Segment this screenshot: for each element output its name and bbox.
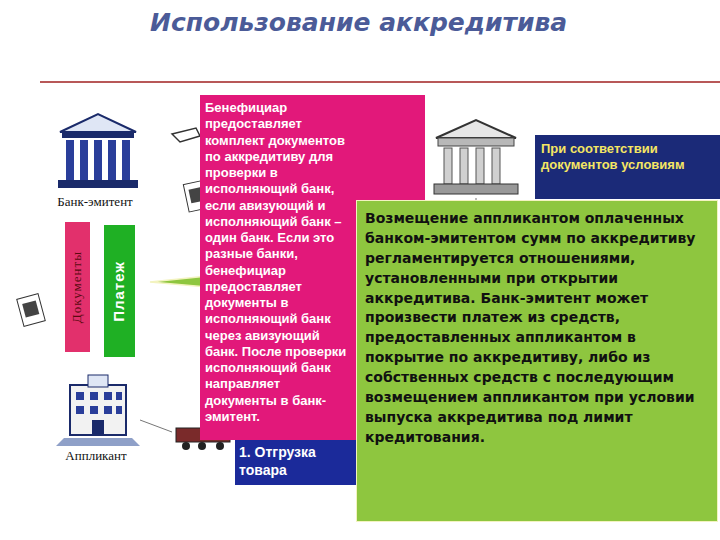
box-text: Бенефициар предоставляет комплект докуме… xyxy=(205,100,353,425)
box-text: Банк-эмитент xyxy=(38,194,152,210)
bank-icon xyxy=(58,114,138,188)
building-icon xyxy=(56,375,140,446)
flow-band: Платеж xyxy=(104,225,135,357)
band-label: Документы xyxy=(69,251,85,323)
box-text: При соответствии документов условиям xyxy=(541,141,714,174)
box-text: 1. Отгрузка товара xyxy=(239,444,353,479)
hand-icon xyxy=(172,128,200,142)
step-box: 1. Отгрузка товара xyxy=(235,440,357,485)
box-text: Аппликант xyxy=(42,448,150,464)
band-label: Платеж xyxy=(110,261,129,322)
callout-box: Возмещение аппликантом оплаченных банком… xyxy=(356,200,718,522)
bank-icon xyxy=(434,120,518,194)
icon-label: Банк-эмитент xyxy=(36,192,154,215)
flow-band: Документы xyxy=(65,222,90,352)
box-text: Возмещение аппликантом оплаченных банком… xyxy=(365,209,709,448)
condition-box: При соответствии документов условиям xyxy=(535,135,720,199)
icon-label: Аппликант xyxy=(40,446,152,469)
page-title: Использование аккредитива xyxy=(150,8,567,37)
flow-line xyxy=(140,420,172,432)
title-rule xyxy=(40,81,720,83)
